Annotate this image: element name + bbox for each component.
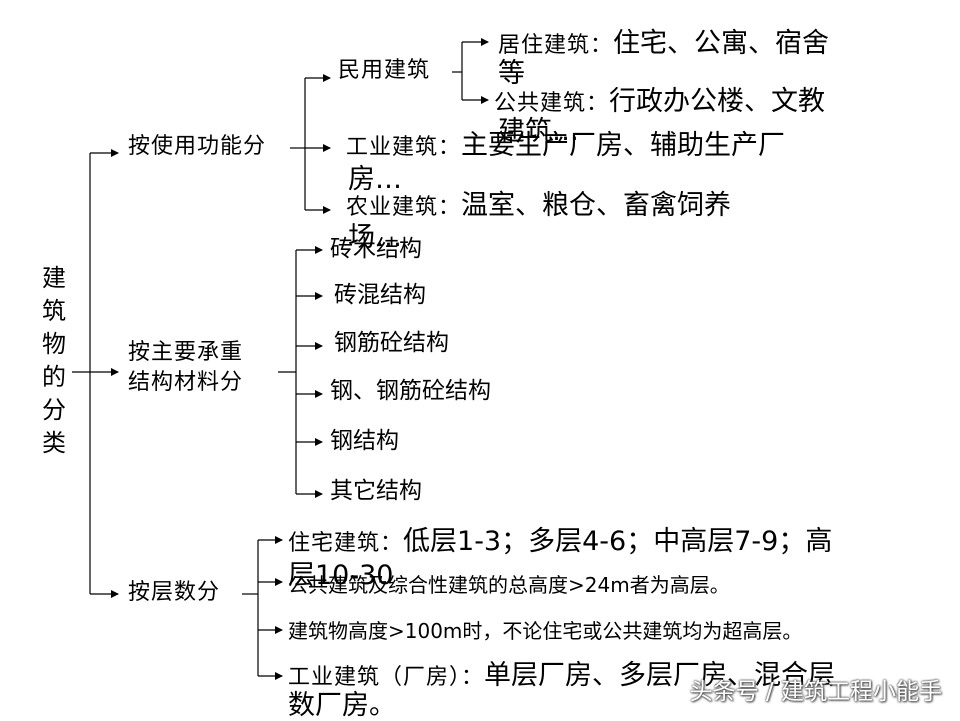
public-label: 公共建筑： bbox=[494, 91, 610, 116]
industrial-text: 主要生产厂房、辅助生产厂 bbox=[461, 130, 786, 161]
title-char: 物 bbox=[42, 330, 66, 358]
category-floors: 按层数分 bbox=[128, 580, 221, 605]
agri-label: 农业建筑： bbox=[346, 195, 462, 220]
floor-super-high: 建筑物高度>100m时，不论住宅或公共建筑均为超高层。 bbox=[288, 619, 803, 643]
material-item: 砖混结构 bbox=[334, 282, 426, 308]
floor-ind-label: 工业建筑（厂房）： bbox=[288, 665, 485, 690]
floor-res-text: 低层1-3；多层4-6；中高层7-9；高 bbox=[403, 526, 833, 557]
material-item: 钢、钢筋砼结构 bbox=[330, 378, 491, 404]
industrial-building: 工业建筑：主要生产厂房、辅助生产厂 bbox=[346, 130, 785, 161]
diagram-title: 建 筑 物 的 分 类 bbox=[40, 262, 68, 460]
floor-industrial: 工业建筑（厂房）：单层厂房、多层厂房、混合层 bbox=[288, 660, 835, 691]
floor-ind-wrap: 数厂房。 bbox=[288, 690, 396, 721]
category-use-function: 按使用功能分 bbox=[128, 134, 267, 159]
floor-public: 公共建筑及综合性建筑的总高度>24m者为高层。 bbox=[288, 573, 730, 597]
title-char: 类 bbox=[42, 429, 66, 457]
agricultural-building: 农业建筑：温室、粮仓、畜禽饲养 bbox=[346, 190, 731, 221]
residential-label: 居住建筑： bbox=[498, 33, 614, 58]
residential-building: 居住建筑：住宅、公寓、宿舍 bbox=[498, 28, 829, 59]
public-text: 行政办公楼、文教 bbox=[609, 86, 826, 117]
public-building: 公共建筑：行政办公楼、文教 bbox=[494, 86, 825, 117]
industrial-label: 工业建筑： bbox=[346, 135, 462, 160]
floor-res-label: 住宅建筑： bbox=[288, 531, 404, 556]
residential-wrap: 等 bbox=[498, 58, 525, 89]
floor-ind-text: 单层厂房、多层厂房、混合层 bbox=[484, 660, 836, 691]
residential-text: 住宅、公寓、宿舍 bbox=[613, 28, 830, 59]
material-item: 砖木结构 bbox=[330, 236, 422, 262]
title-char: 建 bbox=[42, 264, 66, 292]
category-material-line2: 结构材料分 bbox=[128, 370, 244, 395]
title-char: 分 bbox=[42, 396, 66, 424]
floor-res-wrap: 层10-30 bbox=[288, 560, 394, 591]
material-item: 钢结构 bbox=[330, 428, 399, 454]
agri-text: 温室、粮仓、畜禽饲养 bbox=[461, 190, 732, 221]
category-material-line1: 按主要承重 bbox=[128, 340, 244, 365]
floor-residential: 住宅建筑：低层1-3；多层4-6；中高层7-9；高 bbox=[288, 526, 832, 557]
title-char: 的 bbox=[42, 363, 66, 391]
industrial-wrap: 房… bbox=[348, 164, 402, 195]
watermark: 头条号 / 建筑工程小能手 bbox=[689, 679, 942, 705]
civil-building-label: 民用建筑 bbox=[338, 58, 431, 83]
agri-wrap: 场… bbox=[348, 222, 402, 253]
title-char: 筑 bbox=[42, 297, 66, 325]
material-item: 钢筋砼结构 bbox=[334, 330, 449, 356]
public-wrap: 建筑… bbox=[498, 116, 579, 147]
material-item: 其它结构 bbox=[330, 478, 422, 504]
